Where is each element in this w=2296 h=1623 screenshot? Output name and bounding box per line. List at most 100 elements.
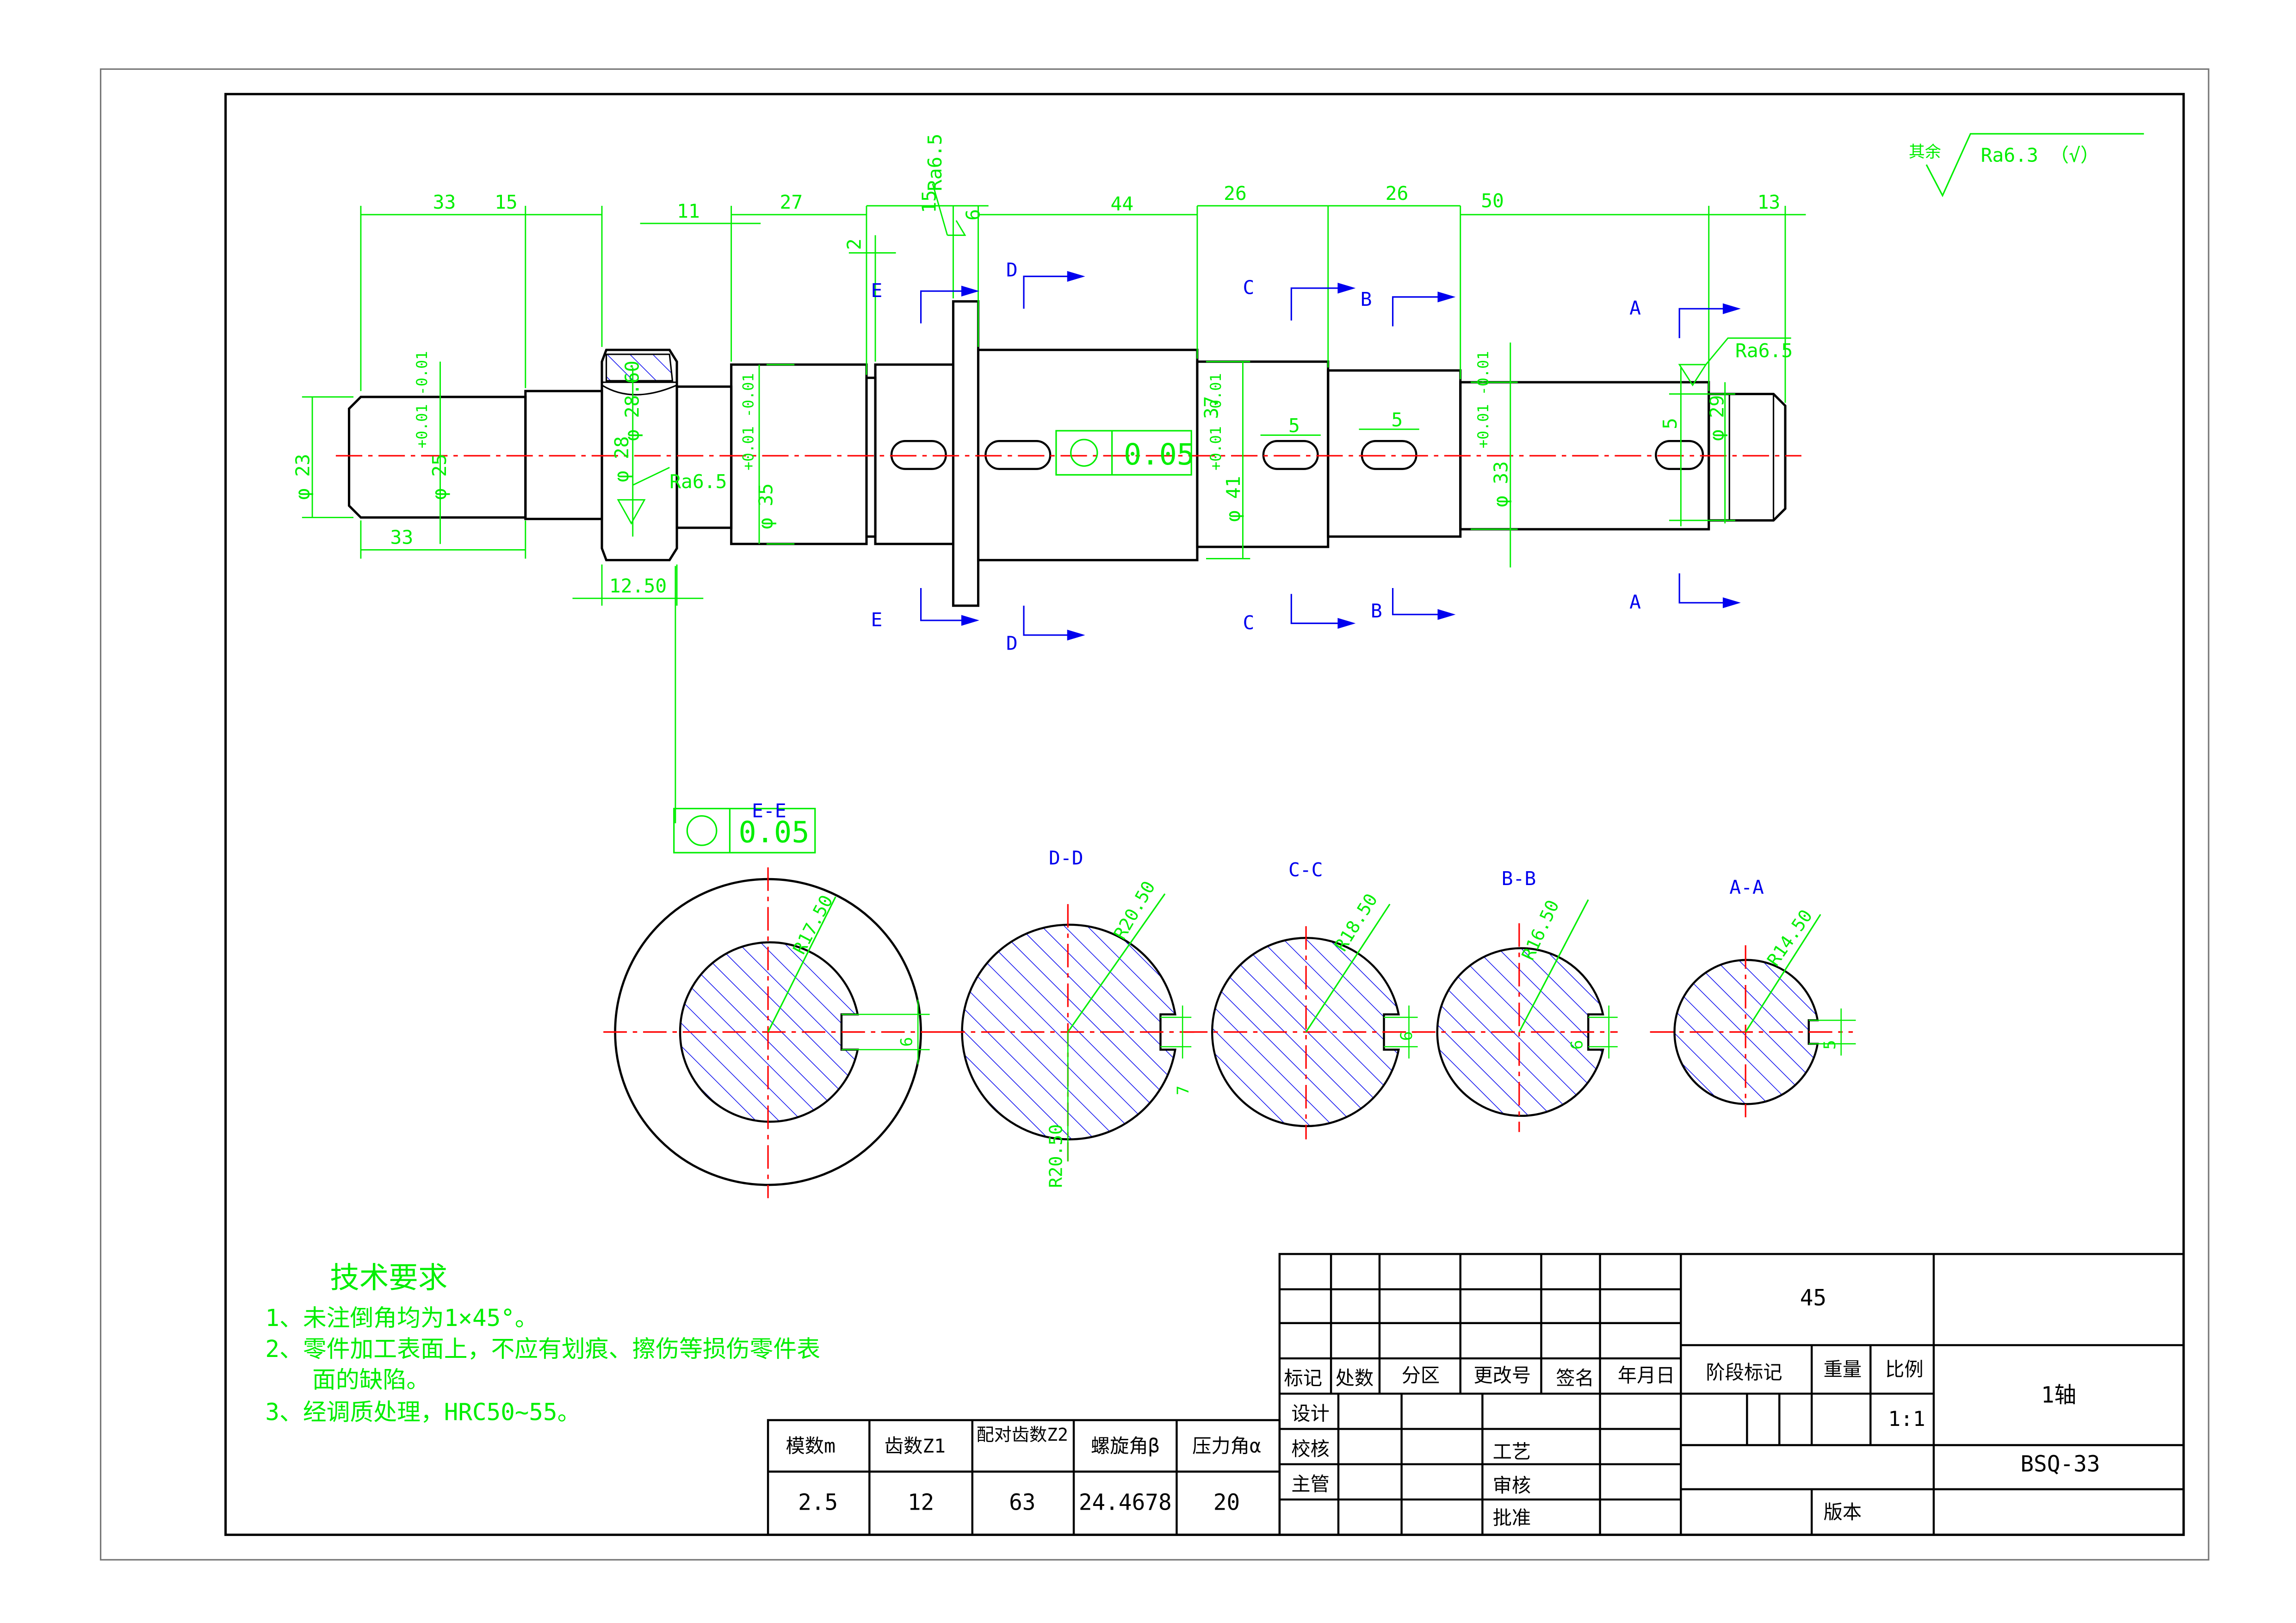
tb-count: 处数 [1336, 1367, 1374, 1389]
section-a-radius: R14.50 [1763, 906, 1816, 970]
surface-finish-other-label: 其余 [1909, 143, 1941, 161]
dim-phi-23: φ 23 [292, 454, 314, 500]
marker-a-bottom: A [1629, 591, 1641, 613]
tb-ratio: 比例 [1885, 1358, 1924, 1381]
dim-phi-41: φ 41 [1222, 476, 1244, 522]
dim-27: 27 [780, 191, 803, 213]
surface-finish-other: 其余 Ra6.3 （√） [1909, 133, 2144, 198]
marker-d-top: D [1006, 259, 1018, 281]
tb-date: 年月日 [1618, 1364, 1675, 1387]
dim-phi-28: φ 28 [611, 436, 633, 482]
ra-mark-1: Ra6.5 [924, 134, 946, 191]
section-d-d: D-D R20.50 R20.50 7 [941, 847, 1194, 1188]
gear-value-teeth: 12 [908, 1490, 934, 1515]
tb-design: 设计 [1291, 1403, 1330, 1425]
marker-e-top: E [871, 279, 883, 302]
dim-26-b: 26 [1386, 182, 1409, 204]
tb-weight: 重量 [1824, 1358, 1862, 1381]
surface-finish-other-value: Ra6.3 （√） [1981, 144, 2100, 167]
dim-keyway-b: 5 [1391, 409, 1403, 431]
gear-header-module: 模数m [786, 1435, 835, 1457]
dim-15-top: 15 [495, 191, 518, 213]
dim-keyway-a: 5 [1659, 418, 1681, 429]
section-b-title: B-B [1502, 867, 1536, 890]
section-e-title: E-E [752, 800, 786, 822]
dim-keyway-c: 5 [1288, 415, 1300, 437]
dim-phi-25: φ 25 [428, 454, 451, 500]
tb-stage: 阶段标记 [1706, 1362, 1782, 1384]
marker-c-bottom: C [1243, 612, 1254, 634]
section-e-key: 6 [898, 1037, 916, 1047]
dimension-lines [302, 205, 1806, 824]
tolerance-value-1: 0.05 [1124, 437, 1194, 471]
dim-37: 37 [1200, 396, 1222, 419]
gear-value-pressure: 20 [1213, 1490, 1240, 1515]
section-b-radius: R16.50 [1518, 897, 1563, 963]
section-a-a: A-A R14.50 5 [1650, 876, 1856, 1117]
gear-table-texts: 模数m 齿数Z1 配对齿数Z2 螺旋角β 压力角α 2.5 12 63 24.4… [786, 1425, 1261, 1515]
tb-material: 45 [1800, 1286, 1826, 1311]
dim-tol-25: +0.01 -0.01 [414, 351, 431, 448]
section-a-title: A-A [1729, 876, 1764, 898]
tb-sign: 签名 [1556, 1367, 1594, 1389]
dim-tol-33: +0.01 -0.01 [1475, 351, 1492, 448]
section-b-key: 6 [1568, 1040, 1586, 1050]
tb-chief: 主管 [1291, 1473, 1330, 1495]
gear-header-pressure: 压力角α [1192, 1435, 1261, 1457]
tolerance-frame-gear: 0.05 [673, 808, 816, 854]
tb-approve: 批准 [1493, 1507, 1531, 1529]
gear-header-mate-teeth: 配对齿数Z2 [977, 1425, 1068, 1445]
dim-tol-37: +0.01 -0.01 [1208, 373, 1225, 470]
section-c-title: C-C [1288, 859, 1323, 881]
dim-6: 6 [962, 209, 984, 221]
tech-requirements: 技术要求 1、未注倒角均为1×45°。 2、零件加工表面上，不应有划痕、擦伤等损… [265, 1261, 820, 1426]
gear-value-mate-teeth: 63 [1009, 1490, 1035, 1515]
marker-b-bottom: B [1371, 600, 1382, 622]
dim-50: 50 [1481, 190, 1504, 212]
dim-13: 13 [1758, 191, 1781, 213]
section-b-b: B-B R16.50 6 [1411, 867, 1618, 1132]
section-e-radius: R17.50 [789, 892, 837, 957]
gear-value-helix: 24.4678 [1079, 1490, 1172, 1515]
tolerance-frame-shaft: 0.05 [1055, 430, 1194, 476]
tech-req-2: 2、零件加工表面上，不应有划痕、擦伤等损伤零件表 [265, 1335, 820, 1363]
title-block [1278, 1253, 2185, 1536]
marker-d-bottom: D [1006, 632, 1018, 654]
tech-req-1: 1、未注倒角均为1×45°。 [265, 1304, 538, 1332]
dimension-texts: 33 15 11 27 2 15 6 44 26 26 50 13 33 12.… [292, 182, 1781, 597]
section-c-radius: R18.50 [1331, 890, 1381, 955]
shaft-detail-lines [525, 394, 1775, 520]
section-c-c: C-C R18.50 6 [1184, 859, 1419, 1140]
section-d-key: 7 [1174, 1085, 1193, 1095]
tb-review: 审核 [1493, 1474, 1531, 1497]
ra-mark-3: Ra6.5 [669, 471, 727, 493]
tech-req-2b: 面的缺陷。 [312, 1366, 430, 1394]
gear-tooth-section [601, 353, 677, 396]
tb-part-name: 1轴 [2041, 1382, 2076, 1408]
tb-scale: 1:1 [1888, 1407, 1925, 1431]
tech-requirements-title: 技术要求 [330, 1261, 447, 1295]
dim-15-mid: 15 [918, 190, 940, 213]
section-markers: E E D D C C B B A A [871, 259, 1741, 654]
dim-12-50: 12.50 [609, 575, 667, 597]
section-d-title: D-D [1049, 847, 1083, 869]
dim-phi-35: φ 35 [755, 483, 777, 529]
dim-44: 44 [1110, 192, 1133, 215]
dim-phi-33: φ 33 [1490, 461, 1512, 507]
tolerance-value-2: 0.05 [739, 815, 810, 849]
tb-check: 校核 [1291, 1438, 1330, 1460]
outer-frame [99, 68, 2209, 1561]
dim-33-top: 33 [433, 191, 456, 213]
shaft-outline [347, 300, 1787, 607]
dim-phi-28-60: φ 28.60 [621, 360, 643, 441]
dim-phi-29: φ 29 [1706, 395, 1728, 441]
gear-header-teeth: 齿数Z1 [885, 1435, 946, 1457]
marker-e-bottom: E [871, 609, 883, 631]
dim-2: 2 [843, 238, 865, 250]
tb-process: 工艺 [1493, 1441, 1531, 1463]
surface-finish-marks: Ra6.5 Ra6.5 Ra6.5 [617, 134, 1793, 525]
tb-zone: 分区 [1402, 1364, 1440, 1387]
marker-b-top: B [1361, 288, 1372, 310]
tech-req-3: 3、经调质处理，HRC50~55。 [265, 1399, 581, 1426]
marker-a-top: A [1629, 297, 1641, 319]
